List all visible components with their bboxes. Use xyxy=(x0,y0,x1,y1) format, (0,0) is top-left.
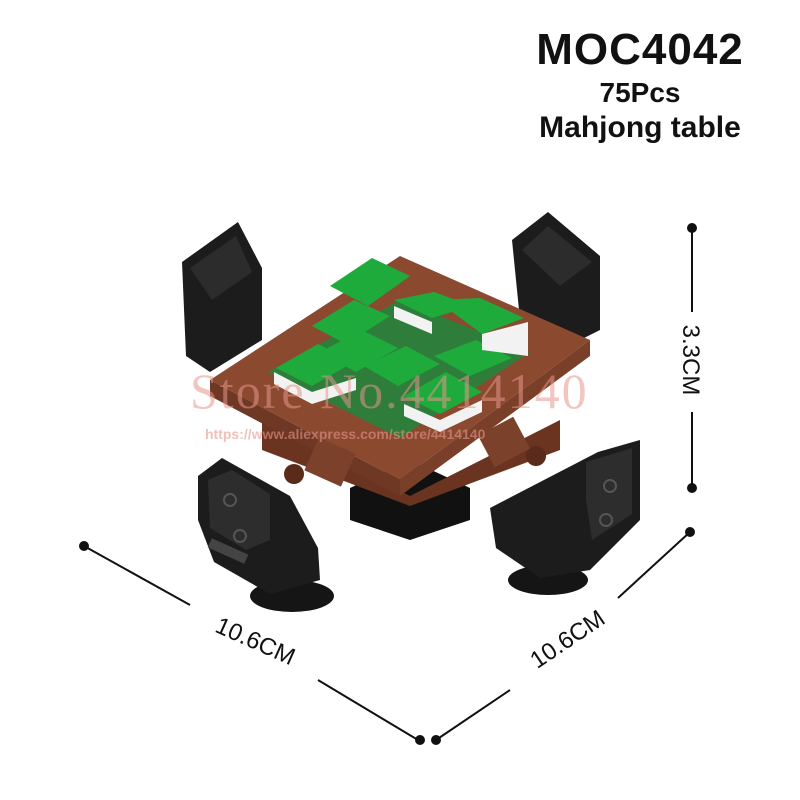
piece-count: 75Pcs xyxy=(599,77,681,108)
watermark-store: Store No.4414140 xyxy=(190,363,589,419)
height-end-bottom xyxy=(687,483,697,493)
product-name: Mahjong table xyxy=(539,111,741,144)
chair-back-left xyxy=(182,222,262,372)
width-left-line-a xyxy=(83,545,191,606)
height-label: 3.3CM xyxy=(677,324,704,396)
watermark-url: https://www.aliexpress.com/store/4414140 xyxy=(205,426,486,442)
drawer-knob-left xyxy=(284,464,304,484)
width-right-line-b xyxy=(617,531,691,599)
drawer-knob-right xyxy=(526,446,546,466)
dimension-lines xyxy=(79,223,697,745)
width-left-line-b xyxy=(317,679,419,741)
chair-front-left xyxy=(198,458,334,612)
width-left-end-b xyxy=(415,735,425,745)
width-right-end-a xyxy=(431,735,441,745)
width-right-end-b xyxy=(685,527,695,537)
width-left-end-a xyxy=(79,541,89,551)
width-right-line-a xyxy=(435,689,511,741)
mahjong-tiles xyxy=(274,258,528,432)
product-code: MOC4042 xyxy=(536,25,744,74)
chair-front-right xyxy=(490,440,640,595)
product-title-block: MOC4042 75Pcs Mahjong table xyxy=(500,24,780,146)
height-end-top xyxy=(687,223,697,233)
